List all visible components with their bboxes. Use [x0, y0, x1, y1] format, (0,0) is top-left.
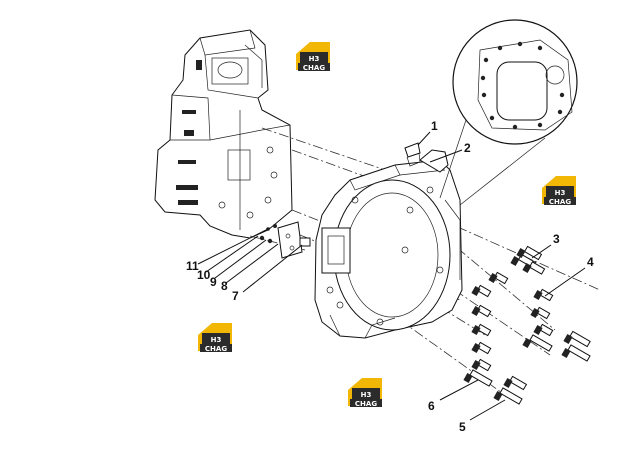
callout-3: 3: [553, 232, 560, 246]
logo-text-bottom: CHAG: [205, 345, 227, 353]
detail-inset: [439, 19, 578, 206]
bolt: [522, 334, 553, 352]
bolt: [471, 284, 492, 298]
callout-1: 1: [431, 119, 438, 133]
leader-lines: [197, 131, 586, 421]
logo-text-top: H3: [211, 336, 222, 344]
bolts: [463, 245, 591, 405]
logo-text-top: H3: [555, 189, 566, 197]
bolt: [471, 323, 492, 337]
watermark-logo: H3 CHAG: [348, 378, 382, 408]
bracket-plate: [259, 221, 311, 259]
callout-10: 10: [197, 268, 211, 282]
callout-11: 11: [186, 259, 199, 273]
logo-text-bottom: CHAG: [355, 400, 377, 408]
bolt: [516, 245, 543, 261]
callout-2: 2: [464, 141, 471, 155]
bolt: [471, 304, 492, 318]
callout-9: 9: [210, 275, 217, 289]
transmission-housing: [154, 29, 293, 239]
bolt: [488, 271, 509, 285]
bolt: [530, 306, 551, 320]
logo-text-top: H3: [361, 391, 372, 399]
bolt: [493, 387, 523, 405]
bolt: [563, 330, 591, 348]
callout-4: 4: [587, 255, 594, 269]
breather-part-1: [404, 142, 421, 167]
watermark-logo: H3 CHAG: [542, 176, 576, 206]
callout-8: 8: [221, 279, 228, 293]
callout-7: 7: [232, 289, 239, 303]
bolt: [503, 375, 528, 391]
bolt: [522, 261, 546, 275]
flywheel-housing: [314, 149, 463, 339]
watermark-logo: H3 CHAG: [296, 42, 330, 72]
bolt: [561, 344, 591, 362]
logo-text-top: H3: [309, 55, 320, 63]
logo-text-bottom: CHAG: [549, 198, 571, 206]
watermark-logo: H3 CHAG: [198, 323, 232, 353]
bolt: [533, 288, 554, 302]
logo-text-bottom: CHAG: [303, 64, 325, 72]
bolt: [471, 341, 492, 355]
callout-5: 5: [459, 420, 466, 434]
callout-numbers: 1 2 3 4 5 6 7 8 9 10 11: [186, 119, 594, 434]
bolt: [471, 358, 492, 372]
callout-6: 6: [428, 399, 435, 413]
bolt: [463, 369, 493, 387]
bolt: [533, 323, 554, 337]
